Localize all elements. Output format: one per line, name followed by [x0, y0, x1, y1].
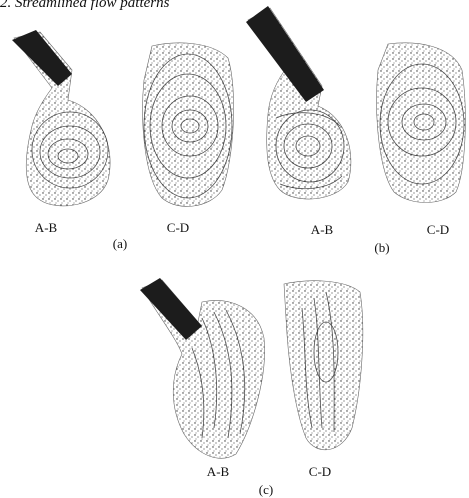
group-label-b: (b): [374, 240, 389, 256]
panel-label-b-cd: C-D: [427, 222, 449, 238]
flow-pattern-image: [138, 40, 238, 210]
panel-label-c-ab: A-B: [207, 464, 229, 480]
panel-label-a-ab: A-B: [35, 220, 57, 236]
panel-label-b-ab: A-B: [311, 222, 333, 238]
flow-panel-a-cd: [138, 40, 238, 210]
panel-label-c-cd: C-D: [309, 464, 331, 480]
flow-panel-c-ab: [140, 278, 270, 460]
flow-panel-b-ab: [244, 6, 364, 204]
flow-pattern-image: [280, 278, 370, 456]
flow-pattern-image: [6, 30, 126, 212]
flow-panel-c-cd: [280, 278, 370, 456]
group-label-a: (a): [113, 236, 127, 252]
flow-pattern-image: [140, 278, 270, 460]
flow-pattern-image: [368, 40, 468, 206]
group-label-c: (c): [259, 482, 273, 498]
figure-heading: 2. Streamlined flow patterns: [0, 0, 169, 12]
flow-pattern-image: [244, 6, 364, 204]
panel-label-a-cd: C-D: [167, 220, 189, 236]
flow-panel-a-ab: [6, 30, 126, 212]
flow-panel-b-cd: [368, 40, 468, 206]
